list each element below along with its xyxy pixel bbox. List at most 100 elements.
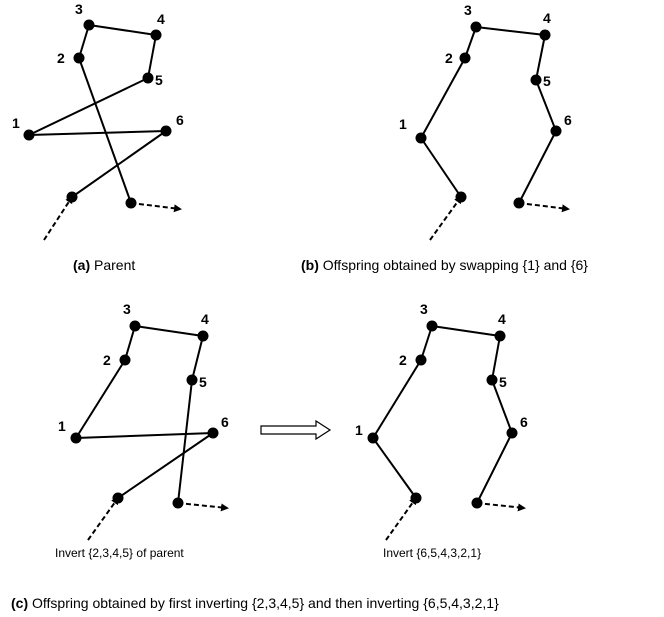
node-label-4: 4 <box>201 311 209 327</box>
tour-edge-in-6 <box>71 130 167 198</box>
caption-a: (a) Parent <box>73 257 135 273</box>
caption-c-right: Invert {6,5,4,3,2,1} <box>383 546 481 560</box>
city-node-6 <box>160 125 172 137</box>
city-node-1 <box>367 432 379 444</box>
tour-edge-2-out <box>78 57 132 204</box>
tour-edge-5-out <box>177 379 193 504</box>
swap-offspring-diagram: 1 2 3 4 5 6 <box>399 2 572 241</box>
city-node-3 <box>129 320 141 332</box>
tour-edge-4-3 <box>88 24 157 36</box>
city-node-1 <box>23 129 35 141</box>
city-node-3 <box>426 320 438 332</box>
tour-edge-1-2 <box>420 57 466 139</box>
node-label-6: 6 <box>176 112 184 128</box>
entry-arrow <box>87 496 120 541</box>
tour-edge-in-1 <box>372 437 417 499</box>
tour-edge-3-4 <box>475 26 546 36</box>
node-label-6: 6 <box>221 414 229 430</box>
city-node-2 <box>459 52 471 64</box>
city-node-4 <box>197 330 209 342</box>
node-label-5: 5 <box>543 73 551 89</box>
exit-arrow <box>177 502 229 512</box>
city-node-3 <box>83 19 95 31</box>
tour-edge-5-6 <box>491 379 513 434</box>
caption-b: (b) Offspring obtained by swapping {1} a… <box>301 257 588 273</box>
node-label-3: 3 <box>75 1 83 17</box>
caption-a-text: Parent <box>90 257 135 273</box>
caption-c-tag: (c) <box>11 595 28 611</box>
tour-edge-3-4 <box>134 325 204 337</box>
city-node-4 <box>150 29 162 41</box>
tour-edge-6-1 <box>28 130 167 136</box>
tour-edge-4-5 <box>491 335 501 381</box>
caption-b-text: Offspring obtained by swapping {1} and {… <box>319 257 588 273</box>
node-label-3: 3 <box>420 301 428 317</box>
tour-edge-in-6 <box>117 432 214 499</box>
exit-node <box>471 497 483 509</box>
tour-edge-4-5 <box>191 335 204 381</box>
city-node-4 <box>494 330 506 342</box>
city-node-2 <box>415 354 427 366</box>
parent-diagram: 1 2 3 4 5 6 <box>12 1 184 241</box>
city-node-2 <box>119 354 131 366</box>
caption-c-text: Offspring obtained by first inverting {2… <box>28 595 499 611</box>
city-node-5 <box>142 72 154 84</box>
node-label-5: 5 <box>499 374 507 390</box>
city-node-6 <box>550 125 562 137</box>
city-node-5 <box>486 374 498 386</box>
entry-arrow <box>429 195 463 241</box>
node-label-5: 5 <box>199 374 207 390</box>
node-label-4: 4 <box>543 10 551 26</box>
exit-node <box>172 497 184 509</box>
caption-c: (c) Offspring obtained by first invertin… <box>11 595 499 611</box>
node-label-3: 3 <box>464 2 472 18</box>
city-node-6 <box>207 427 219 439</box>
entry-arrow <box>385 496 418 541</box>
caption-a-tag: (a) <box>73 257 90 273</box>
city-node-2 <box>73 52 85 64</box>
node-label-2: 2 <box>399 352 407 368</box>
city-node-3 <box>470 21 482 33</box>
entry-node <box>410 492 422 504</box>
entry-node <box>66 191 78 203</box>
tour-edge-1-2 <box>75 359 126 439</box>
node-label-3: 3 <box>123 301 131 317</box>
exit-node <box>125 197 137 209</box>
tour-edge-6-out <box>518 130 557 204</box>
node-label-6: 6 <box>520 414 528 430</box>
city-node-4 <box>539 29 551 41</box>
tour-edge-in-1 <box>420 137 462 198</box>
tour-edge-5-6 <box>535 79 557 132</box>
caption-b-tag: (b) <box>301 257 319 273</box>
exit-arrow <box>518 202 570 213</box>
tour-edge-4-5 <box>535 34 546 81</box>
tour-edge-6-out <box>476 432 513 504</box>
node-label-1: 1 <box>399 116 407 132</box>
node-label-6: 6 <box>564 112 572 128</box>
inversion-step1-diagram: 1 2 3 4 5 6 <box>58 301 229 541</box>
node-label-2: 2 <box>103 352 111 368</box>
entry-arrow <box>43 195 74 241</box>
tour-edge-3-2 <box>78 24 90 59</box>
node-label-1: 1 <box>12 115 20 131</box>
exit-arrow <box>476 502 526 512</box>
node-label-4: 4 <box>157 11 165 27</box>
node-label-1: 1 <box>58 418 66 434</box>
tour-edge-5-4 <box>147 34 157 79</box>
node-label-2: 2 <box>445 50 453 66</box>
exit-arrow <box>130 202 182 213</box>
entry-node <box>112 492 124 504</box>
tour-edge-3-4 <box>431 325 501 337</box>
entry-node <box>455 191 467 203</box>
tour-edge-2-3 <box>124 325 136 361</box>
tour-edge-2-3 <box>420 325 433 361</box>
transform-arrow-icon <box>260 419 332 441</box>
city-node-1 <box>70 432 82 444</box>
tour-edge-1-2 <box>372 359 422 439</box>
caption-c-left: Invert {2,3,4,5} of parent <box>55 546 184 560</box>
node-label-2: 2 <box>57 50 65 66</box>
node-label-5: 5 <box>155 72 163 88</box>
node-label-4: 4 <box>498 311 506 327</box>
